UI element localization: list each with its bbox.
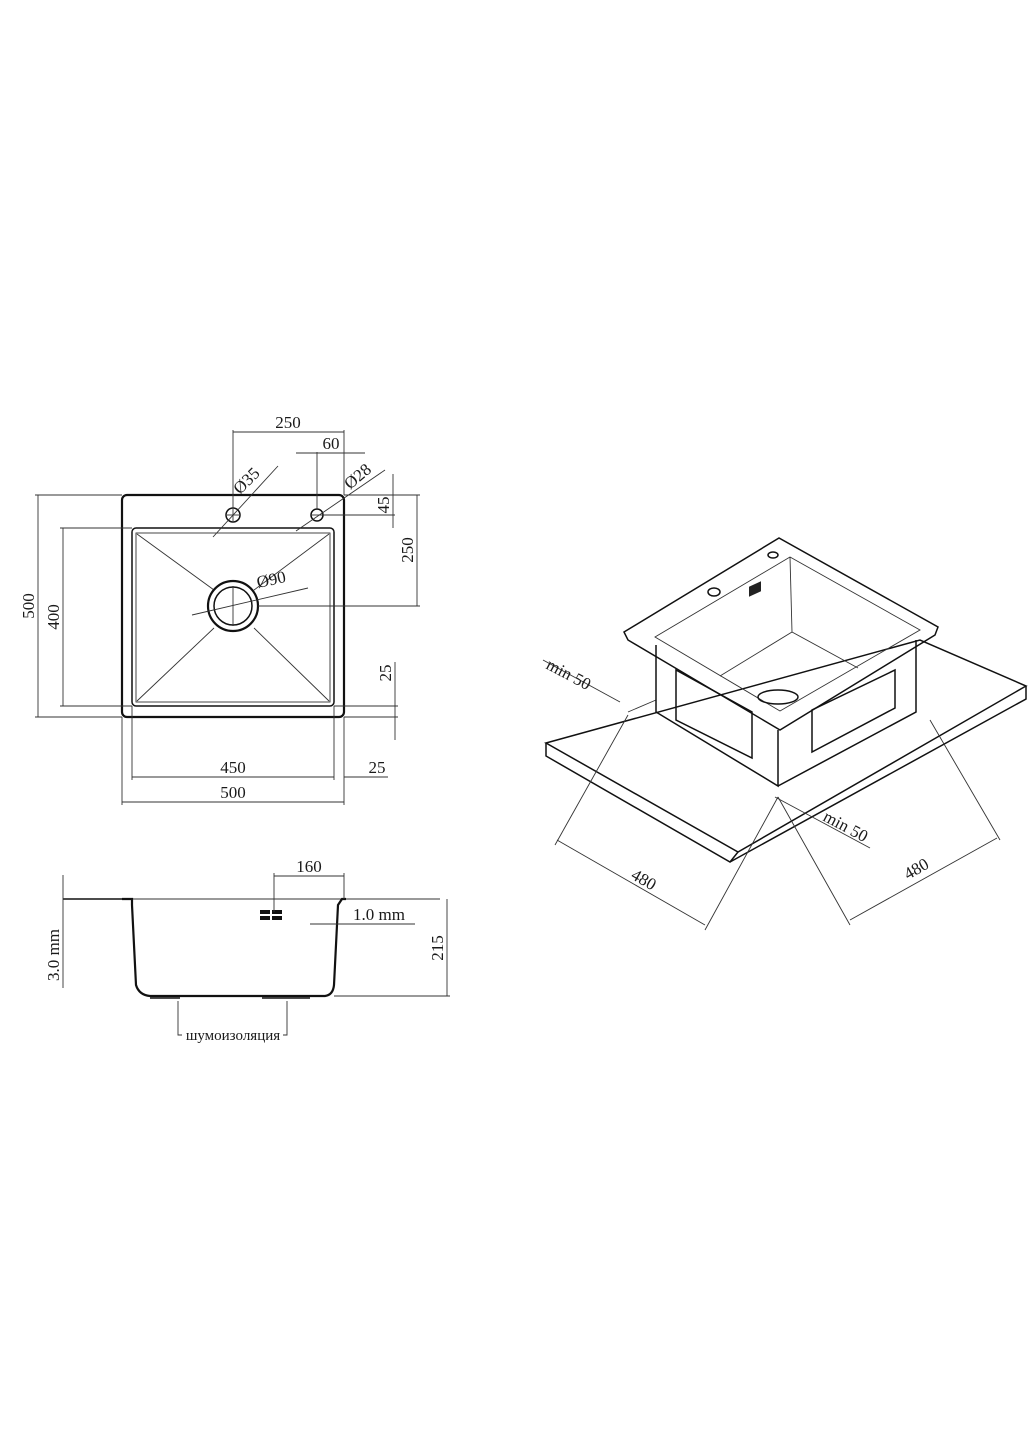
bowl-outline — [131, 527, 335, 707]
countertop-edge — [545, 686, 1027, 863]
bowl-opening — [654, 556, 921, 712]
dim-bowl-width: 450 — [220, 758, 246, 777]
countertop-top — [544, 639, 1028, 853]
ext-line — [777, 796, 851, 926]
dim-overall-width: 500 — [220, 783, 246, 802]
hole-large-dia-label: Ø35 — [229, 464, 263, 498]
dim-faucet-spacing: 250 — [275, 413, 301, 432]
dim-cutout-right: 480 — [901, 854, 933, 883]
dim-min-left: min 50 — [543, 655, 594, 694]
hole-small-leader — [295, 469, 386, 532]
dim-line-min50-right — [774, 796, 871, 849]
dim-hole-depth: 45 — [374, 497, 393, 514]
logo-iso — [749, 581, 761, 597]
cutout-outline — [627, 699, 917, 787]
drain-iso — [757, 689, 799, 705]
ext-line — [704, 796, 779, 931]
dim-line-min50-left — [542, 659, 621, 703]
insulation-panel-left — [675, 668, 753, 760]
ext-line — [929, 719, 1001, 841]
drain-dia-leader — [191, 587, 309, 616]
dim-logo-offset: 160 — [296, 857, 322, 876]
bowl-diagonal — [253, 533, 330, 591]
top-view: Ø90 Ø35 Ø28 250 60 45 250 2 — [19, 413, 420, 805]
bowl-diagonal — [136, 627, 215, 702]
faucet-hole-iso — [707, 587, 721, 597]
dim-cutout-left: 480 — [628, 865, 660, 894]
dim-line-480-right — [849, 837, 998, 921]
faucet-hole-iso — [767, 551, 779, 559]
dim-line-480-left — [556, 839, 706, 926]
sink-deck — [623, 537, 939, 731]
bowl-diagonal — [136, 533, 215, 591]
bowl-inner-edges — [719, 556, 859, 677]
insulation-leaders — [177, 1001, 288, 1036]
bowl-inner-outline — [135, 532, 331, 703]
sound-insulation-label: шумоизоляция — [186, 1028, 280, 1044]
drain-dia-label: Ø90 — [255, 567, 288, 592]
dim-wall-thickness: 1.0 mm — [353, 905, 405, 924]
dim-rim-bottom: 25 — [376, 665, 395, 682]
dim-bowl-height: 400 — [44, 604, 63, 630]
bowl-diagonal — [253, 627, 330, 702]
sink-profile — [122, 897, 346, 998]
hole-small-dia-label: Ø28 — [340, 460, 375, 493]
side-view: 160 1.0 mm 3.0 mm 215 шумоизоляция — [44, 857, 450, 1044]
dim-depth: 215 — [428, 935, 447, 961]
dim-drain-center: 250 — [398, 537, 417, 563]
logo-mark — [260, 910, 282, 920]
insulation-panel-right — [811, 668, 896, 754]
dim-overall-height: 500 — [19, 593, 38, 619]
bowl-walls — [655, 640, 917, 788]
dim-deck-thickness: 3.0 mm — [44, 929, 63, 981]
dim-min-right: min 50 — [820, 807, 871, 846]
ext-line — [554, 714, 629, 846]
dim-rim-right: 25 — [369, 758, 386, 777]
iso-view: min 50 min 50 480 480 — [542, 537, 1028, 931]
hole-large-leader — [212, 465, 279, 538]
dim-hole-offset: 60 — [323, 434, 340, 453]
